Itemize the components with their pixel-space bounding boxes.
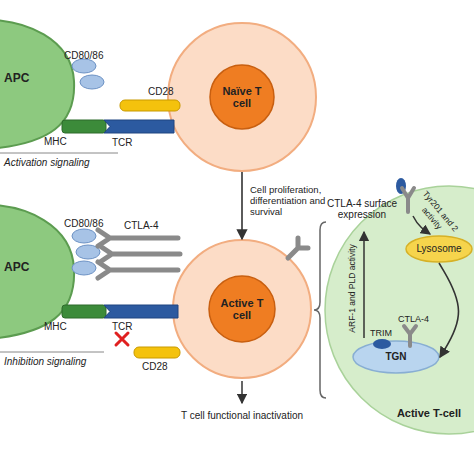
organelle: Lysosome <box>405 235 473 263</box>
part-label: CD80/86 <box>64 50 114 61</box>
part-label: CD80/86 <box>64 218 114 229</box>
node-title: APC <box>4 261 38 273</box>
cd80-molecule <box>76 245 100 259</box>
part-label: Inhibition signaling <box>4 356 104 367</box>
tcr-receptor <box>104 305 178 318</box>
t-cell: Naïve T cell <box>167 22 317 172</box>
t-cell: Active T cell <box>172 239 312 379</box>
cd80-molecule <box>72 229 96 243</box>
cd80-molecule <box>80 75 104 89</box>
ligand-molecule <box>396 178 406 194</box>
cd28-receptor <box>134 347 180 358</box>
node-title: Active T cell <box>212 297 272 321</box>
ctla4-receptor <box>98 262 178 278</box>
cd80-molecule <box>72 59 96 73</box>
node-title: APC <box>4 72 38 84</box>
cd80-molecule <box>72 261 96 275</box>
blocked-mark <box>116 333 128 345</box>
mhc-molecule <box>62 305 106 318</box>
part-label: CTLA-4 <box>398 314 438 325</box>
part-label: CD28 <box>142 361 182 372</box>
edge-label: Cell proliferation, differentiation and … <box>250 184 350 217</box>
node-outline <box>0 20 78 150</box>
mhc-molecule <box>62 120 106 133</box>
ctla4-receptor <box>100 246 180 262</box>
node-title: Lysosome <box>409 243 469 255</box>
apc-cell: APC <box>0 20 78 150</box>
ctla4-receptor <box>288 238 308 258</box>
node-title: Active T-cell <box>374 407 474 419</box>
part-label: TCR <box>112 137 152 148</box>
node-title: Naïve T cell <box>212 85 272 109</box>
part-label: ARF-1 and PLD activity <box>347 234 358 344</box>
tcr-receptor <box>104 120 174 133</box>
part-label: MHC <box>44 136 84 147</box>
part-label: Activation signaling <box>4 157 114 168</box>
organelle: TGN <box>352 340 440 374</box>
cell-membrane <box>173 240 311 378</box>
apc-membrane <box>0 20 74 150</box>
organelle-outline <box>325 186 474 434</box>
node-title: TGN <box>356 351 436 363</box>
part-label: CTLA-4 <box>124 220 174 231</box>
cell-nucleus <box>210 65 274 129</box>
organelle-outline <box>353 341 439 373</box>
apc-membrane <box>0 205 74 340</box>
divider-line <box>0 352 104 353</box>
zoom-bracket <box>314 222 326 398</box>
ctla4-receptor <box>98 230 178 246</box>
part-label: MHC <box>44 321 84 332</box>
organelle-outline <box>406 236 472 262</box>
part-label: TRIM <box>370 328 398 339</box>
part-label: CTLA-4 surface expression <box>322 198 402 220</box>
divider-line <box>0 153 118 154</box>
flow-arrow <box>241 381 243 403</box>
part-label: TCR <box>112 321 152 332</box>
cell-nucleus <box>209 276 275 342</box>
cell-membrane <box>168 23 316 171</box>
part-label: T cell functional inactivation <box>167 410 317 421</box>
process-arrow <box>241 172 243 239</box>
part-label: CD28 <box>148 86 188 97</box>
